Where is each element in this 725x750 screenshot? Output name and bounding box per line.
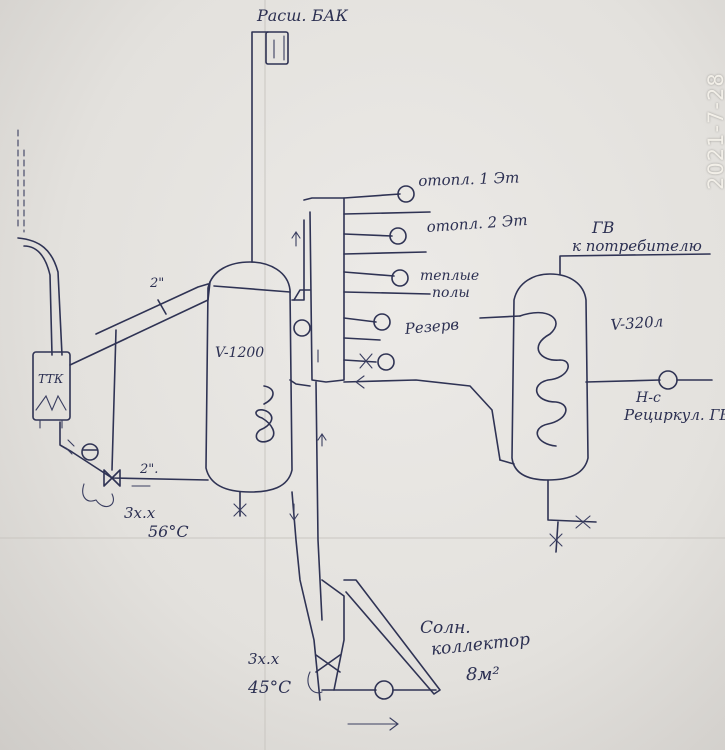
label-solar-valve-line2: 45°С (248, 678, 292, 698)
boiler-supply-pipe-upper (95, 283, 209, 335)
label-expansion-tank: Расш. БАК (257, 6, 348, 25)
label-tank-v1200: V-1200 (215, 345, 265, 361)
label-pipe-size-bottom: 2". (140, 462, 159, 477)
label-solar-line1: Солн. (420, 618, 471, 638)
label-boiler-valve-line2: 56°С (148, 522, 189, 541)
label-recirc-pump-line1: Н-с (636, 390, 661, 406)
buffer-tank-v1200 (205, 31, 293, 517)
label-boiler: ТТК (38, 372, 64, 386)
chimney-flue (17, 129, 63, 356)
pipe-size-mark (157, 299, 167, 315)
label-boiler-valve-line1: 3х.х (124, 504, 156, 522)
heating-branch-lines (343, 185, 501, 461)
boiler-supply-pipe (69, 281, 211, 366)
label-recirc-pump-line2: Рециркул. ГВ (624, 406, 725, 424)
boiler-return-circuit (59, 329, 209, 508)
date-stamp: 2021-7-28 (704, 72, 725, 190)
solid-fuel-boiler (32, 351, 71, 429)
expansion-tank (265, 31, 289, 65)
label-solar-valve-line1: 3х.х (248, 650, 280, 668)
label-solar-line3: 8м² (466, 664, 500, 685)
label-floor-heating-line1: теплые (420, 268, 480, 284)
label-heating-floor-1: отопл. 1 Эт (418, 168, 520, 190)
label-hot-water: ГВ (592, 218, 615, 237)
solar-circuit (289, 381, 441, 731)
label-hot-water-consumer: к потребителю (572, 237, 702, 255)
label-pipe-size-top: 2" (150, 276, 165, 291)
label-floor-heating-line2: полы (432, 285, 470, 301)
dhw-tank-v320 (479, 253, 713, 553)
distribution-manifold (289, 197, 345, 387)
label-tank-v320: V-320л (610, 312, 664, 334)
